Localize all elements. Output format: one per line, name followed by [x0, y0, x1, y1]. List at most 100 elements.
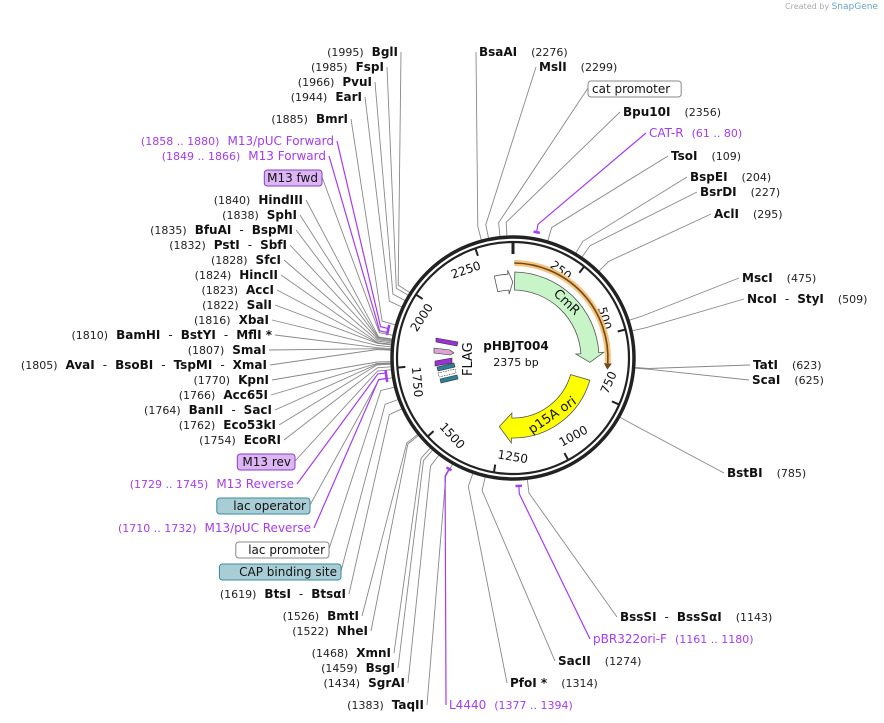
primer-m13-forward[interactable]: (1849 .. 1866)M13 Forward: [162, 149, 326, 163]
enzyme-site-acli[interactable]: AclI(295): [714, 207, 783, 221]
enzyme-site-nhei[interactable]: (1522)NheI: [292, 624, 368, 638]
flag-feature-4[interactable]: [436, 362, 456, 372]
enzyme-site-psti[interactable]: (1832)PstI-SbfI: [169, 238, 287, 252]
enzyme-site-btsi[interactable]: (1619)BtsI-BtsαI: [220, 587, 346, 601]
enzyme-name: SgrAI: [368, 676, 405, 690]
primer-m13-reverse[interactable]: (1729 .. 1745)M13 Reverse: [130, 477, 294, 491]
cut-position: (2299): [581, 61, 618, 74]
enzyme-site-bfuai[interactable]: (1835)BfuAI-BspMI: [150, 223, 293, 237]
p15a-ori-feature-arrow[interactable]: [498, 374, 591, 445]
enzyme-name: AclI: [714, 207, 739, 221]
connector-line: [328, 155, 388, 334]
connector-line: [467, 473, 508, 684]
enzyme-site-kpni[interactable]: (1770)KpnI: [194, 373, 269, 387]
connector-line: [340, 399, 399, 572]
name-separator: -: [248, 238, 252, 252]
enzyme-site-msli[interactable]: MslI(2299): [539, 60, 617, 74]
enzyme-site-pvui[interactable]: (1966)PvuI: [298, 75, 372, 89]
enzyme-site-hindiii[interactable]: (1840)HindIII: [214, 193, 303, 207]
cut-position: (1143): [736, 611, 773, 624]
enzyme-site-bsssi[interactable]: BssSI-BssSαI(1143): [620, 610, 772, 624]
feature-label-box: [216, 497, 311, 515]
enzyme-site-bmti[interactable]: (1526)BmtI: [283, 609, 359, 623]
connector-line: [518, 485, 591, 640]
enzyme-site-tsoi[interactable]: TsoI(109): [671, 149, 741, 163]
primer-m13-puc-forward[interactable]: (1858 .. 1880)M13/pUC Forward: [141, 134, 334, 148]
feature-m13-fwd[interactable]: M13 fwd: [263, 169, 323, 187]
flag-feature-6[interactable]: [439, 374, 459, 384]
label-connector-lines: [268, 51, 751, 706]
enzyme-site-scai[interactable]: ScaI(625): [752, 373, 824, 387]
enzyme-site-bsrdi[interactable]: BsrDI(227): [700, 185, 780, 199]
cut-position: (1526): [283, 610, 320, 623]
cat-promoter-feature-arrow[interactable]: [493, 270, 514, 295]
enzyme-site-tati[interactable]: TatI(623): [753, 358, 822, 372]
flag-label: FLAG: [461, 342, 476, 376]
enzyme-site-bpu10i[interactable]: Bpu10I(2356): [623, 105, 721, 119]
primer-name: M13/pUC Forward: [227, 134, 334, 148]
tick-mark: [563, 452, 570, 461]
flag-feature-5[interactable]: [437, 368, 457, 378]
enzyme-site-smai[interactable]: (1807)SmaI: [188, 343, 266, 357]
flag-feature-2[interactable]: [433, 347, 455, 356]
feature-cat-promoter[interactable]: cat promoter: [587, 80, 682, 98]
primer-l4440[interactable]: L4440(1377 .. 1394): [449, 698, 573, 712]
enzyme-site-xmni[interactable]: (1468)XmnI: [312, 646, 391, 660]
enzyme-site-hincii[interactable]: (1824)HincII: [195, 268, 278, 282]
enzyme-site-pfoi[interactable]: PfoI *(1314): [510, 676, 598, 690]
enzyme-site-sali[interactable]: (1822)SalI: [202, 298, 272, 312]
enzyme-site-eco53ki[interactable]: (1762) Eco53kI: [179, 418, 276, 432]
feature-label-box: [236, 453, 296, 471]
enzyme-site-bspei[interactable]: BspEI(204): [690, 170, 771, 184]
cut-position: (1985): [311, 61, 348, 74]
primer-pbr322ori-f[interactable]: pBR322ori-F(1161 .. 1180): [593, 632, 754, 646]
feature-m13-rev[interactable]: M13 rev: [236, 453, 296, 471]
enzyme-site-acc65i[interactable]: (1766)Acc65I: [179, 388, 268, 402]
enzyme-site-msci[interactable]: MscI(475): [742, 271, 816, 285]
enzyme-site-bgli[interactable]: (1995)BglI: [327, 45, 398, 59]
name-separator: -: [231, 403, 235, 417]
name-separator: -: [220, 358, 224, 372]
enzyme-site-ncoi[interactable]: NcoI-StyI(509): [747, 292, 867, 306]
enzyme-name: BssSαI: [677, 610, 722, 624]
enzyme-site-acci[interactable]: (1823)AccI: [201, 283, 274, 297]
connector-line: [634, 364, 751, 369]
cmr-feature-arrow[interactable]: [513, 271, 606, 363]
enzyme-site-xbai[interactable]: (1816)XbaI: [194, 313, 269, 327]
enzyme-site-ecori[interactable]: (1754)EcoRI: [199, 433, 281, 447]
primer-binding-mark: [385, 329, 390, 336]
primer-m13-puc-reverse[interactable]: (1710 .. 1732)M13/pUC Reverse: [118, 521, 311, 535]
enzyme-site-avai[interactable]: (1805)AvaI-BsoBI-TspMI-XmaI: [21, 358, 267, 372]
flag-feature-3[interactable]: [434, 357, 453, 367]
flag-feature-1[interactable]: [435, 337, 459, 347]
enzyme-site-banii[interactable]: (1764)BanII-SacI: [144, 403, 272, 417]
enzyme-site-bsaai[interactable]: BsaAI(2276): [479, 45, 568, 59]
enzyme-site-sacii[interactable]: SacII(1274): [558, 654, 641, 668]
enzyme-site-sgrai[interactable]: (1434)SgrAI: [324, 676, 405, 690]
enzyme-site-taqii[interactable]: (1383)TaqII: [347, 698, 424, 712]
feature-cap-binding-site[interactable]: CAP binding site: [218, 563, 342, 581]
cut-position: (1619): [220, 588, 257, 601]
site-label: (1823)AccI: [201, 283, 274, 297]
name-separator: -: [224, 328, 228, 342]
enzyme-site-sphi[interactable]: (1838)SphI: [222, 208, 297, 222]
feature-lac-operator[interactable]: lac operator: [216, 497, 311, 515]
enzyme-name: Eco53kI: [223, 418, 276, 432]
cut-position: (1762): [179, 419, 216, 432]
feature-lac-promoter[interactable]: lac promoter: [235, 541, 330, 559]
enzyme-site-bsgi[interactable]: (1459)BsgI: [321, 661, 395, 675]
site-label: (1710 .. 1732)M13/pUC Reverse: [118, 521, 311, 535]
site-label: pBR322ori-F(1161 .. 1180): [593, 632, 754, 646]
enzyme-site-sfci[interactable]: (1828)SfcI: [211, 253, 281, 267]
site-label: (1770)KpnI: [194, 373, 269, 387]
tick-mark: [617, 328, 626, 333]
enzyme-site-eari[interactable]: (1944)EarI: [291, 90, 362, 104]
primer-cat-r[interactable]: CAT-R(61 .. 80): [649, 126, 742, 140]
enzyme-site-bstbi[interactable]: BstBI(785): [727, 466, 806, 480]
enzyme-site-bmri[interactable]: (1885)BmrI: [271, 112, 348, 126]
enzyme-name: SacII: [558, 654, 591, 668]
enzyme-site-fspi[interactable]: (1985)FspI: [311, 60, 384, 74]
enzyme-site-bamhi[interactable]: (1810)BamHI-BstYI-MflI *: [72, 328, 273, 342]
enzyme-name: XbaI: [239, 313, 269, 327]
